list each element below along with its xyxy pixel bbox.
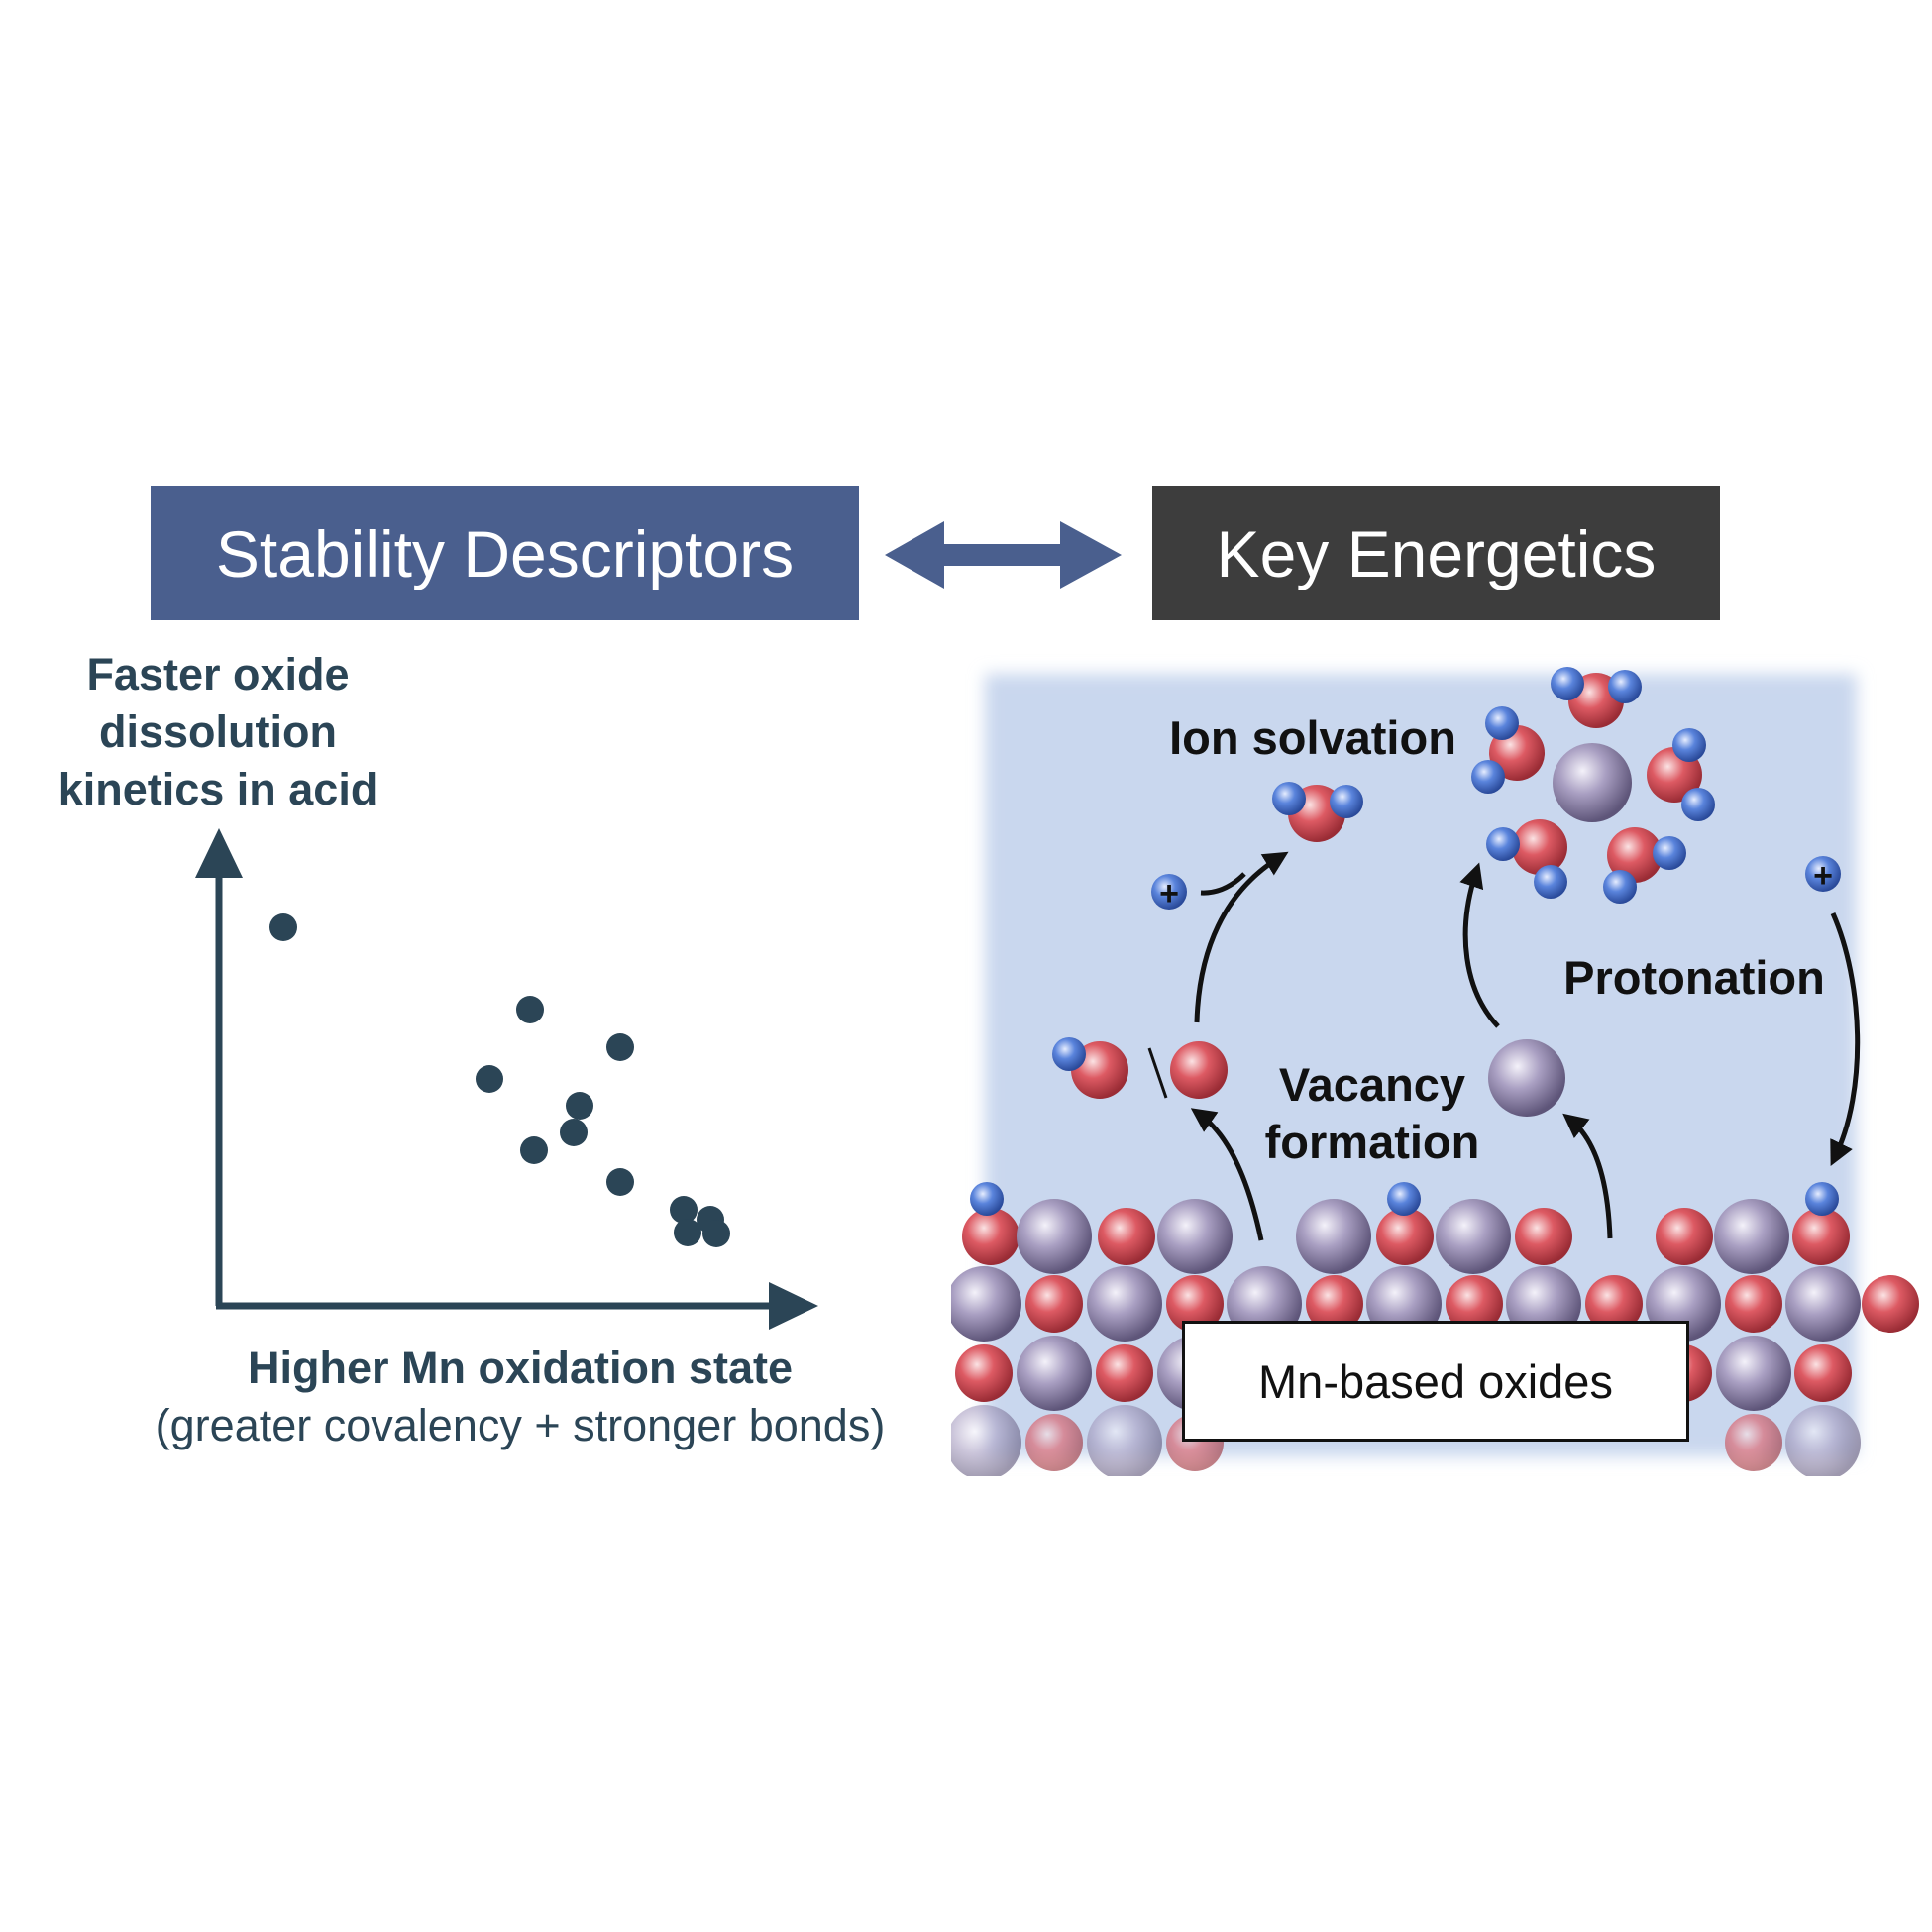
- stability-descriptors-title: Stability Descriptors: [215, 516, 795, 590]
- mn-based-oxides-label: Mn-based oxides: [1258, 1354, 1613, 1408]
- y-axis-arrow-icon: [195, 828, 243, 878]
- mn-solvation-arrow-icon: [1459, 862, 1500, 1028]
- protonation-label: Protonation: [1563, 951, 1825, 1004]
- data-point: [670, 1196, 698, 1224]
- data-point: [674, 1219, 701, 1246]
- data-point: [606, 1168, 634, 1196]
- solvated-mn-cluster: [1471, 667, 1715, 904]
- key-energetics-title: Key Energetics: [1216, 516, 1657, 590]
- y-axis-label-line-3: kinetics in acid: [57, 764, 378, 814]
- proton-join-curve: [1200, 872, 1246, 896]
- data-point: [269, 913, 297, 941]
- stability-descriptors-header: Stability Descriptors: [151, 486, 859, 620]
- data-point: [476, 1065, 503, 1093]
- data-point: [702, 1220, 730, 1247]
- data-point: [560, 1119, 588, 1146]
- vacancy-formation-line-2: formation: [1264, 1116, 1480, 1168]
- protonation-arrow-icon: [1830, 912, 1861, 1166]
- key-energetics-header: Key Energetics: [1152, 486, 1720, 620]
- dissolution-scene: + +: [951, 667, 1919, 1476]
- y-axis-label-line-1: Faster oxide: [86, 649, 350, 699]
- data-point: [606, 1033, 634, 1061]
- y-axis-label: Faster oxide dissolution kinetics in aci…: [20, 646, 416, 818]
- scatter-plot: [195, 828, 818, 1330]
- ion-solvation-arrow-icon: [1194, 851, 1289, 1023]
- x-axis-arrow-icon: [769, 1282, 818, 1330]
- proton-symbol: +: [1159, 875, 1179, 912]
- mn-based-oxides-label-box: Mn-based oxides: [1182, 1321, 1689, 1442]
- x-axis-label-sub: (greater covalency + stronger bonds): [155, 1400, 886, 1450]
- double-arrow-icon: [885, 521, 1122, 589]
- vacancy-arrow-icon: [1190, 1108, 1264, 1241]
- x-axis-label-main: Higher Mn oxidation state: [247, 1342, 794, 1393]
- x-axis-label: Higher Mn oxidation state (greater coval…: [99, 1340, 941, 1454]
- data-point: [566, 1092, 593, 1120]
- detached-hydroxide: [1052, 1037, 1228, 1099]
- proton-icon: +: [1805, 856, 1841, 895]
- y-axis: [195, 828, 243, 1306]
- process-arrows: [1190, 851, 1861, 1241]
- data-points: [269, 913, 730, 1247]
- vacancy-formation-line-1: Vacancy: [1278, 1058, 1466, 1111]
- proton-icon: +: [1151, 874, 1187, 912]
- water-molecule: [1272, 782, 1363, 842]
- proton-symbol: +: [1813, 857, 1833, 895]
- data-point: [516, 996, 544, 1023]
- detached-mn-atom: [1488, 1039, 1565, 1117]
- x-axis: [216, 1282, 818, 1330]
- vacancy-formation-label: Vacancy formation: [1238, 1056, 1506, 1171]
- data-point: [520, 1136, 548, 1164]
- ion-solvation-label: Ion solvation: [1169, 711, 1456, 764]
- mn-release-arrow-icon: [1562, 1113, 1613, 1239]
- y-axis-label-line-2: dissolution: [99, 706, 337, 757]
